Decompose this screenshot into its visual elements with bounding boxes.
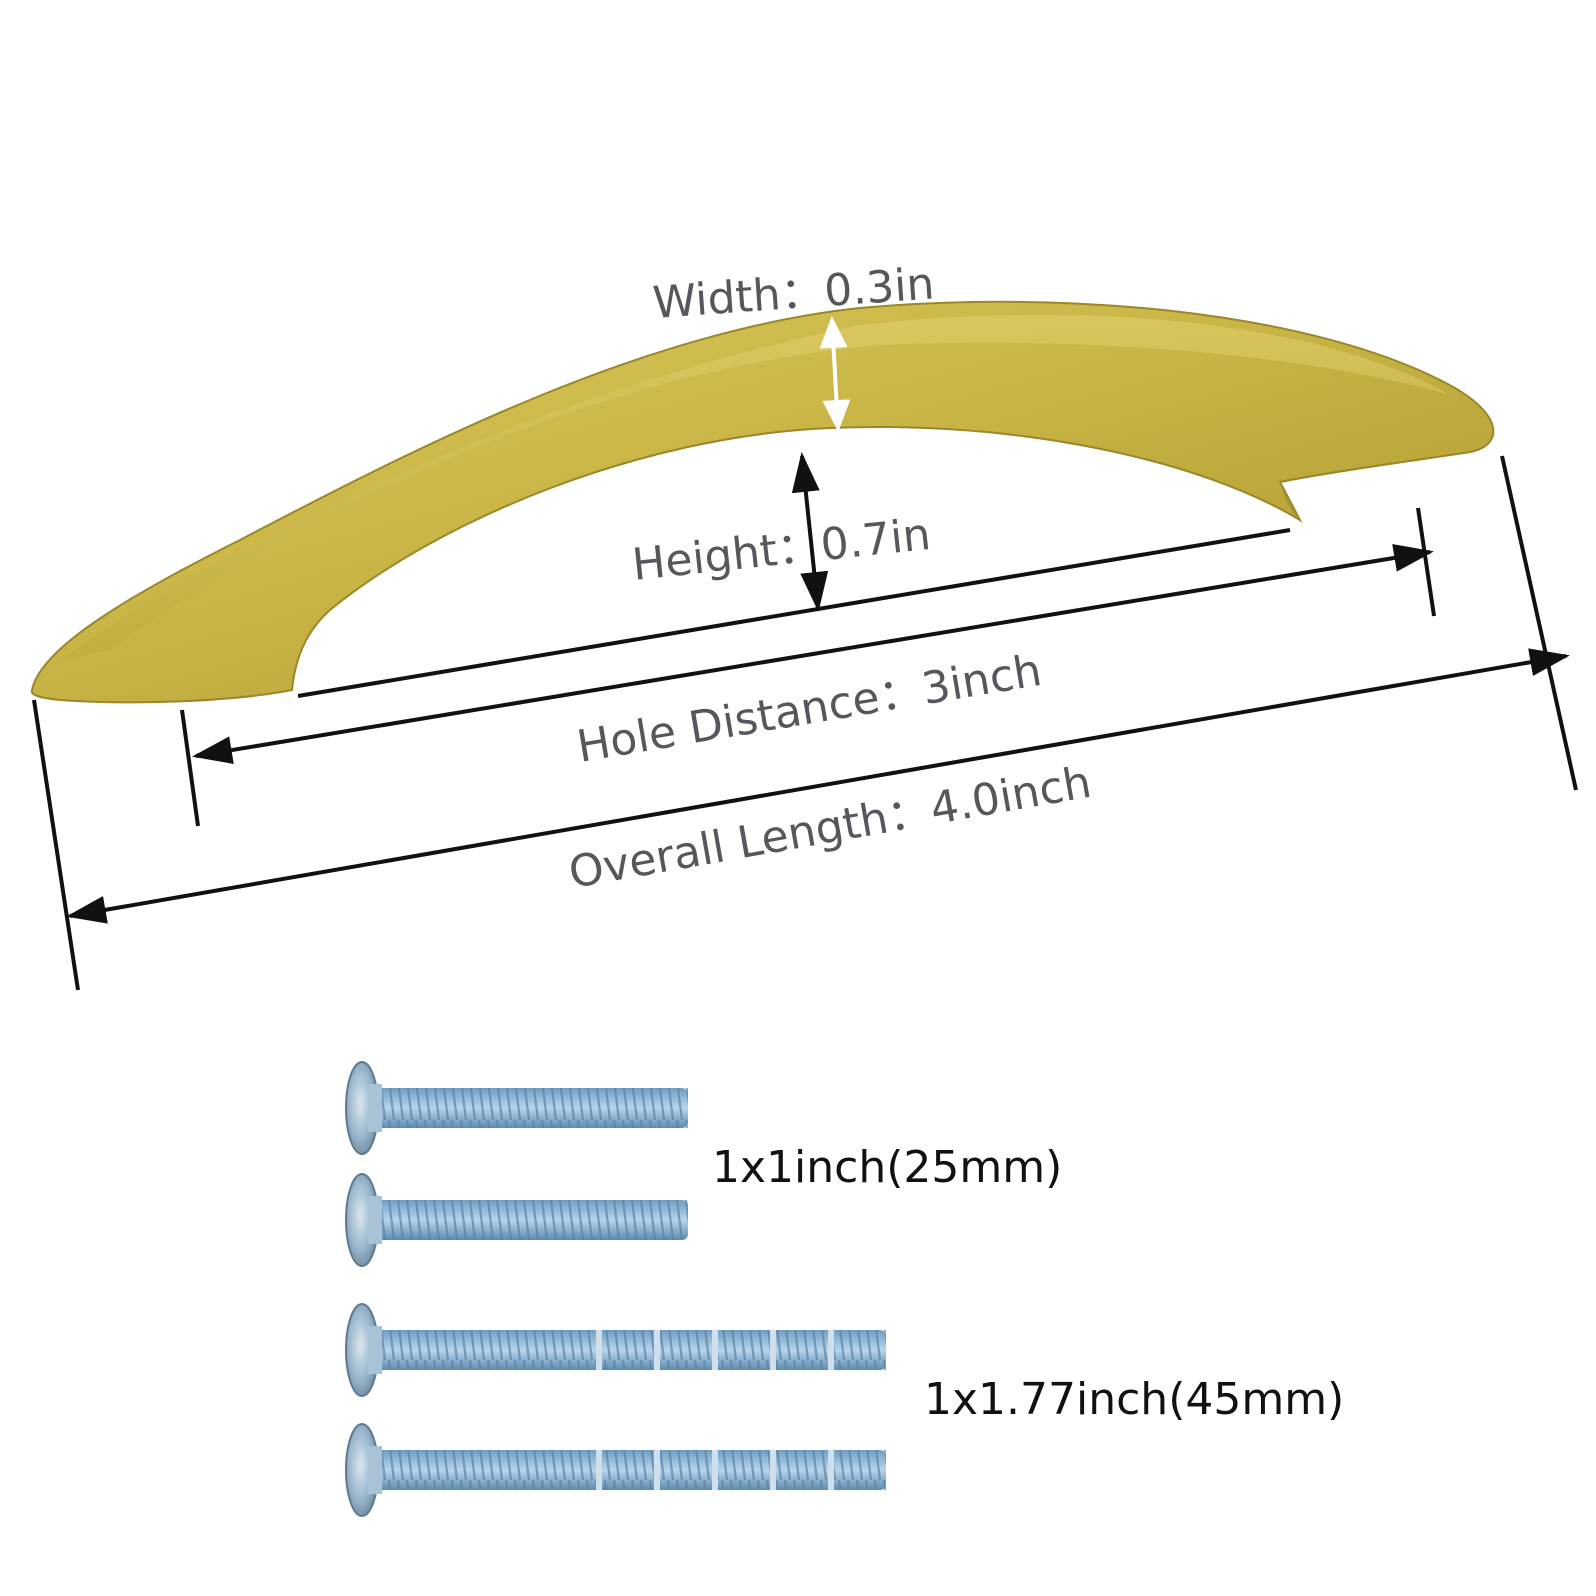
height-separator: ：	[774, 520, 823, 575]
height-value: 0.7in	[818, 509, 933, 571]
gold-cabinet-pull-handle-icon	[30, 300, 1495, 704]
short-screw-size-label: 1x1inch(25mm)	[712, 1142, 1062, 1193]
overall-length-dimension-label: Overall Length：4.0inch	[565, 757, 1095, 899]
overall-length-label: Overall Length	[565, 793, 892, 899]
svg-text:Hole Distance：3inch: Hole Distance：3inch	[573, 645, 1045, 773]
hole-distance-extension-left	[180, 709, 200, 827]
short-screw-1-icon	[345, 1061, 688, 1155]
hole-distance-separator: ：	[875, 665, 927, 723]
hole-distance-value: 3inch	[918, 645, 1045, 715]
overall-length-separator: ：	[883, 785, 935, 843]
long-screw-2-icon	[345, 1423, 886, 1517]
width-dimension-label: Width：0.3in	[651, 258, 936, 329]
width-label: Width	[651, 269, 782, 329]
overall-length-arrow	[66, 648, 1570, 924]
width-separator: ：	[779, 266, 826, 320]
overall-length-extension-right	[1500, 455, 1578, 791]
width-arrow	[819, 316, 851, 432]
svg-text:Width：0.3in: Width：0.3in	[651, 258, 936, 329]
hole-distance-dimension-label: Hole Distance：3inch	[573, 645, 1045, 773]
overall-length-value: 4.0inch	[926, 757, 1095, 835]
svg-text:Overall Length：4.0inch: Overall Length：4.0inch	[565, 757, 1095, 899]
svg-text:Height：0.7in: Height：0.7in	[630, 509, 933, 591]
long-screw-size-label: 1x1.77inch(45mm)	[924, 1374, 1344, 1425]
hole-distance-extension-right	[1416, 507, 1436, 617]
overall-length-extension-left	[32, 699, 80, 991]
height-label: Height	[630, 525, 780, 591]
height-arrow	[791, 452, 829, 612]
dimension-lines	[32, 452, 1578, 991]
short-screw-2-icon	[345, 1173, 688, 1267]
long-screw-1-icon	[345, 1303, 886, 1397]
height-dimension-label: Height：0.7in	[630, 509, 933, 591]
width-value: 0.3in	[823, 258, 936, 317]
